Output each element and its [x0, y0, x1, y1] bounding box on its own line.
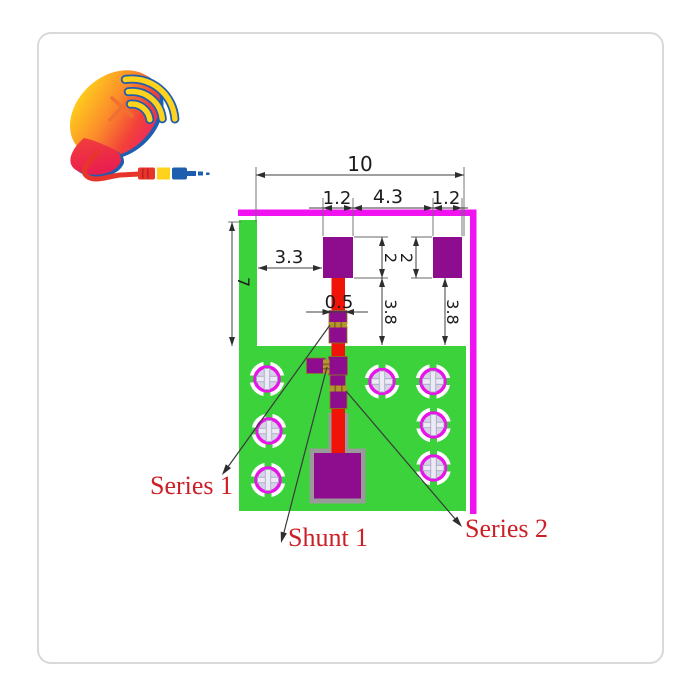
- board-outline-right: [470, 209, 477, 514]
- board-outline-top: [238, 209, 477, 216]
- dim-pad-left-width: 1.2: [323, 188, 352, 209]
- shunt1-pad-center: [328, 356, 348, 376]
- dim-pad-left-height: 2: [381, 253, 400, 263]
- stub-pad-right: [433, 237, 462, 278]
- dim-trace-width: 0.5: [325, 292, 354, 313]
- dim-stub-right-length: 3.8: [443, 299, 462, 324]
- series1-label: Series 1: [150, 471, 233, 500]
- shunt1-pad-left: [306, 357, 326, 374]
- dim-pad-right-width: 1.2: [432, 188, 461, 209]
- series2-label: Series 2: [465, 514, 548, 543]
- dim-stub-left-length: 3.8: [381, 299, 400, 324]
- series2-leader: [345, 390, 460, 524]
- logo-feed-strut: [108, 92, 136, 122]
- dimension-annotations: 10 1.2 4.3 1.2 3.3 0.5 7 2 2 3.8 3.8: [228, 152, 468, 346]
- dim-feed-offset: 3.3: [275, 247, 304, 268]
- feed-pad: [314, 453, 361, 499]
- dim-pad-right-height: 2: [397, 253, 416, 263]
- dim-pad-gap: 4.3: [373, 186, 403, 208]
- satellite-dish-logo: [69, 70, 210, 182]
- series2-solder-band: [329, 385, 347, 392]
- shunt1-leader: [281, 366, 328, 539]
- image-frame: [37, 32, 664, 664]
- stub-pad-left: [323, 237, 353, 278]
- pcb-layout: [238, 209, 477, 514]
- dim-ground-height: 7: [234, 277, 253, 287]
- ground-strip-left: [239, 220, 257, 346]
- shunt1-label: Shunt 1: [288, 523, 368, 552]
- dim-overall-width: 10: [347, 152, 372, 176]
- series1-pad-bottom: [328, 326, 348, 344]
- series1-solder-band: [328, 322, 347, 328]
- series2-pad-bottom: [329, 389, 348, 409]
- component-callouts: Series 1 Shunt 1 Series 2: [150, 324, 548, 552]
- series1-leader: [224, 324, 331, 472]
- cable-connector-icon: [81, 149, 210, 182]
- signal-waves-icon: [120, 74, 180, 124]
